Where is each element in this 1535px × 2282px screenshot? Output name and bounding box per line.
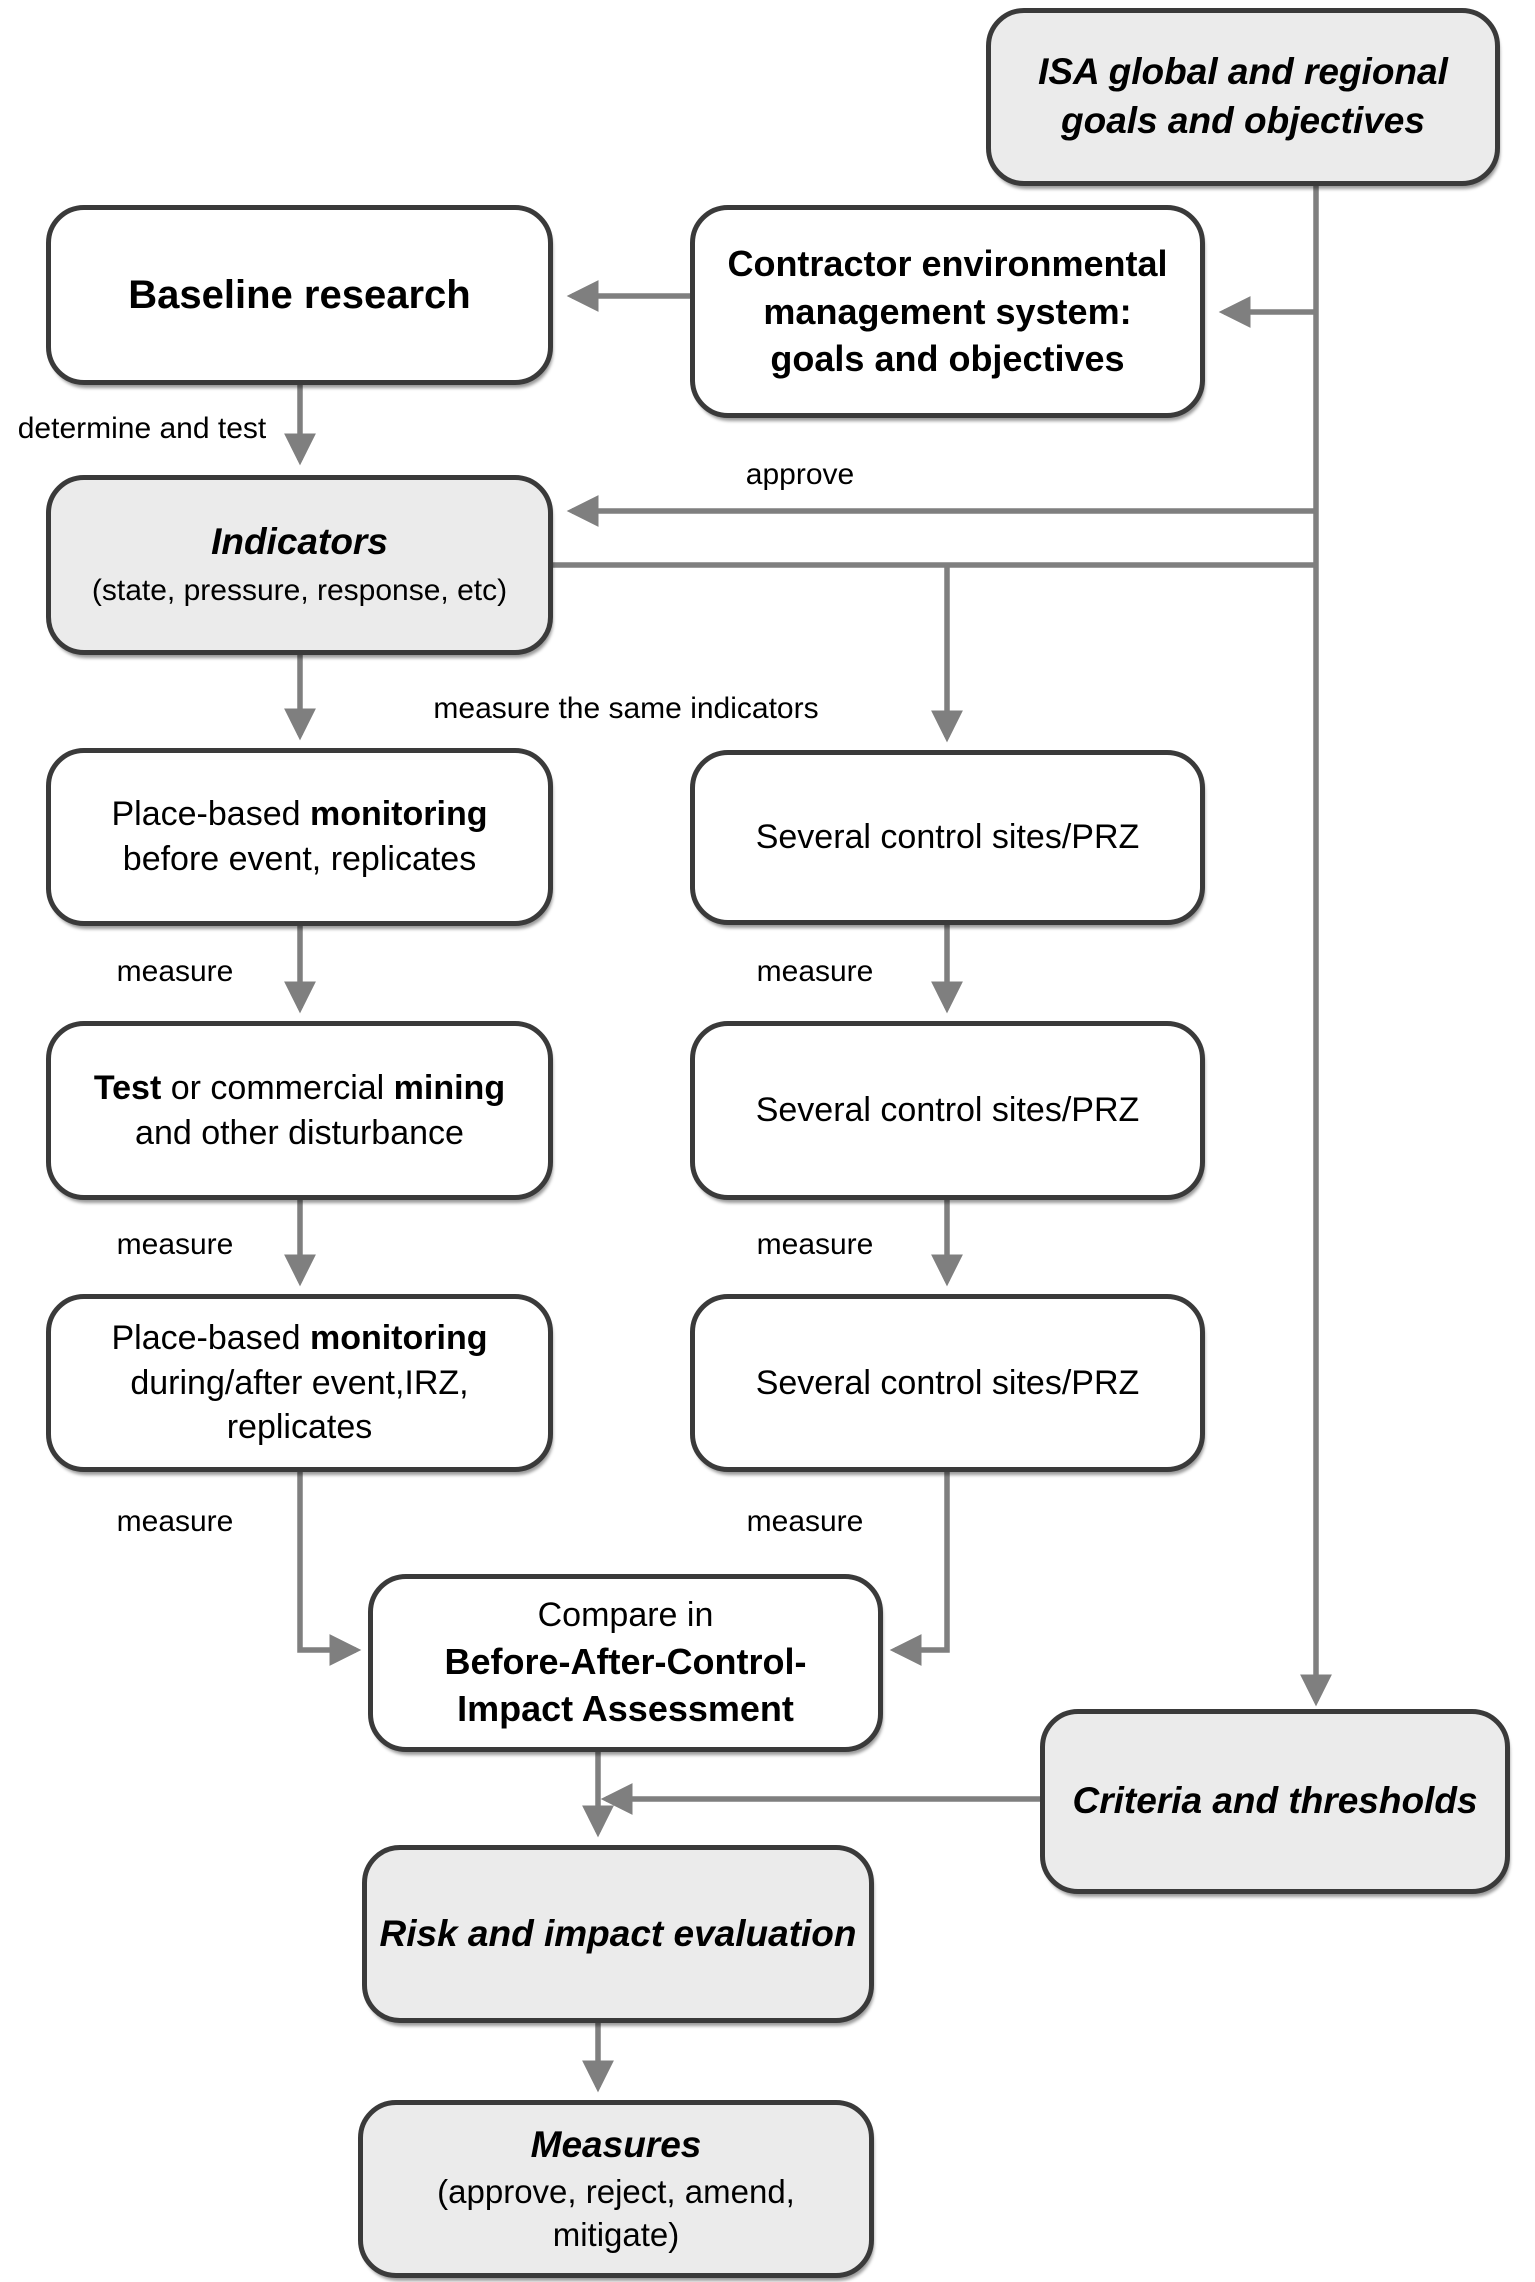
node-baseline-research: Baseline research <box>46 205 553 385</box>
node-measures-title: Measures <box>530 2124 702 2166</box>
edge-pb-after-to-compare <box>297 1468 362 1666</box>
node-control-sites-1: Several control sites/PRZ <box>690 750 1205 925</box>
node-control-sites-2: Several control sites/PRZ <box>690 1021 1205 1200</box>
node-indicators: Indicators (state, pressure, response, e… <box>46 475 553 655</box>
node-control-sites-1-label: Several control sites/PRZ <box>755 818 1140 857</box>
node-measures: Measures (approve, reject, amend, mitiga… <box>358 2100 874 2278</box>
edge-label-measure-right-3: measure <box>746 1505 864 1538</box>
node-criteria-thresholds: Criteria and thresholds <box>1040 1709 1510 1894</box>
node-indicators-subtitle: (state, pressure, response, etc) <box>91 573 508 607</box>
node-risk-evaluation: Risk and impact evaluation <box>362 1845 874 2023</box>
edge-label-measure-left-3: measure <box>116 1505 234 1538</box>
edge-label-measure-left-2: measure <box>116 1228 234 1261</box>
edge-label-measure-right-1: measure <box>756 955 874 988</box>
node-baseline-research-label: Baseline research <box>128 272 471 317</box>
node-measures-label: Measures (approve, reject, amend, mitiga… <box>437 2124 795 2254</box>
edge-label-approve: approve <box>745 458 855 491</box>
node-risk-evaluation-label: Risk and impact evaluation <box>379 1912 857 1954</box>
node-indicators-title: Indicators <box>211 521 388 563</box>
edge-label-measure-same-indicators: measure the same indicators <box>433 692 819 725</box>
edge-label-measure-right-2: measure <box>756 1228 874 1261</box>
edge-control3-to-compare <box>889 1468 950 1666</box>
node-control-sites-3-label: Several control sites/PRZ <box>755 1363 1140 1402</box>
node-indicators-label: Indicators (state, pressure, response, e… <box>92 518 507 612</box>
node-control-sites-2-label: Several control sites/PRZ <box>755 1091 1140 1130</box>
edge-label-determine-and-test: determine and test <box>17 412 267 445</box>
edge-label-measure-left-1: measure <box>116 955 234 988</box>
node-criteria-thresholds-label: Criteria and thresholds <box>1072 1780 1478 1822</box>
node-control-sites-3: Several control sites/PRZ <box>690 1294 1205 1472</box>
